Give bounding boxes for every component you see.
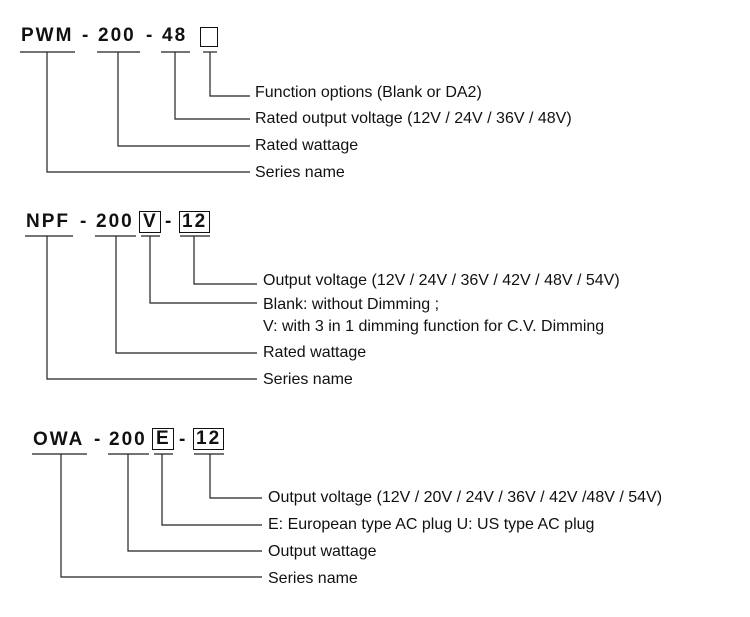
voltage-code: 12	[182, 211, 208, 232]
separator: -	[146, 25, 155, 46]
dimming-box: V	[139, 211, 161, 233]
wattage-code: 200	[96, 211, 134, 232]
plug-box: E	[152, 428, 174, 450]
label-rated-wattage: Rated wattage	[263, 344, 367, 361]
voltage-box: 12	[193, 428, 224, 450]
series-code-pwm: PWM	[21, 25, 74, 46]
plug-code: E	[156, 428, 171, 449]
wattage-code: 200	[109, 429, 147, 450]
label-dimming-v: V: with 3 in 1 dimming function for C.V.…	[263, 318, 605, 335]
label-output-voltage: Output voltage (12V / 24V / 36V / 42V / …	[263, 272, 620, 289]
label-series-name: Series name	[268, 570, 358, 587]
separator: -	[94, 429, 103, 450]
label-series-name: Series name	[263, 371, 353, 388]
label-rated-output-voltage: Rated output voltage (12V / 24V / 36V / …	[255, 110, 572, 127]
label-rated-wattage: Rated wattage	[255, 137, 359, 154]
voltage-code: 12	[196, 428, 222, 449]
separator: -	[82, 25, 91, 46]
wattage-code: 200	[98, 25, 136, 46]
series-code-owa: OWA	[33, 429, 85, 450]
dimming-code: V	[143, 211, 158, 232]
label-series-name: Series name	[255, 164, 345, 181]
separator: -	[165, 211, 174, 232]
separator: -	[80, 211, 89, 232]
option-box	[200, 27, 218, 47]
label-plug-type: E: European type AC plug U: US type AC p…	[268, 516, 595, 533]
series-code-npf: NPF	[26, 211, 70, 232]
label-output-voltage: Output voltage (12V / 20V / 24V / 36V / …	[268, 489, 663, 506]
label-dimming-blank: Blank: without Dimming ;	[263, 296, 440, 313]
label-output-wattage: Output wattage	[268, 543, 377, 560]
voltage-box: 12	[179, 211, 210, 233]
separator: -	[179, 429, 188, 450]
voltage-code: 48	[162, 25, 188, 46]
label-function-options: Function options (Blank or DA2)	[255, 84, 482, 101]
